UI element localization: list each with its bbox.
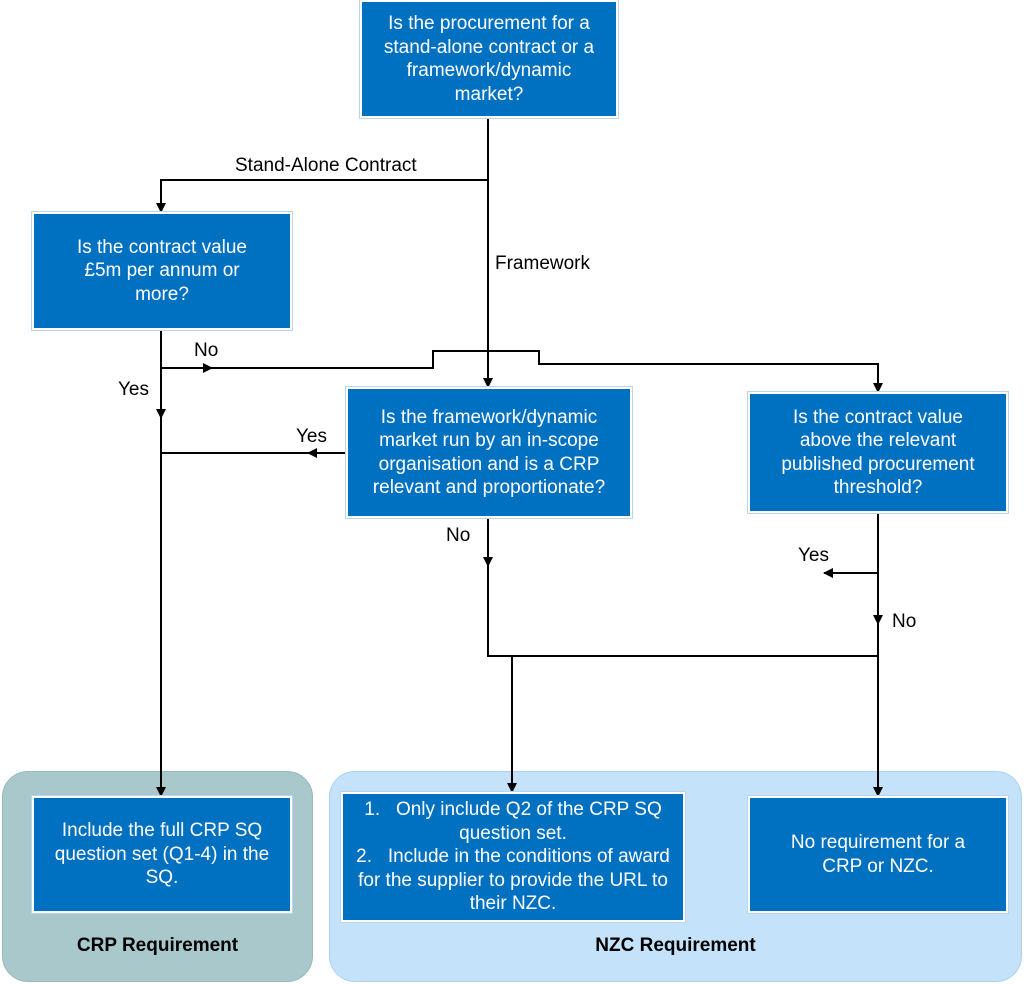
edge-label-yes-framework: Yes <box>296 426 327 447</box>
nzc-item-2-text: Include in the conditions of award for t… <box>358 846 670 915</box>
nzc-requirement-title: NZC Requirement <box>595 935 756 956</box>
above-threshold-question-text: Is the contract value above the relevant… <box>781 406 975 499</box>
nzc-result-item-2: 2. Include in the conditions of award fo… <box>355 845 671 916</box>
full-crp-result: Include the full CRP SQ question set (Q1… <box>31 795 293 914</box>
no-requirement-result-text: No requirement for a CRP or NZC. <box>790 832 966 877</box>
procurement-type-question-text: Is the procurement for a stand-alone con… <box>383 13 595 105</box>
nzc-item-1-text: Only include Q2 of the CRP SQ question s… <box>395 799 662 844</box>
connector-no-framework <box>487 517 878 657</box>
connector-stand-alone <box>156 179 488 213</box>
procurement-type-question: Is the procurement for a stand-alone con… <box>359 0 619 119</box>
framework-in-scope-question: Is the framework/dynamic market run by a… <box>345 386 633 519</box>
edge-label-stand-alone: Stand-Alone Contract <box>235 155 417 176</box>
above-threshold-question: Is the contract value above the relevant… <box>747 391 1009 514</box>
nzc-result-list: 1. Only include Q2 of the CRP SQ questio… <box>355 798 671 916</box>
nzc-result: 1. Only include Q2 of the CRP SQ questio… <box>340 791 686 923</box>
edge-label-framework: Framework <box>495 253 591 274</box>
edge-label-yes-threshold: Yes <box>798 545 829 566</box>
full-crp-result-text: Include the full CRP SQ question set (Q1… <box>54 820 270 889</box>
edge-label-no-threshold: No <box>892 611 917 632</box>
crp-requirement-title: CRP Requirement <box>76 935 239 956</box>
edge-label-no-5m: No <box>194 340 219 361</box>
contract-value-5m-question: Is the contract value £5m per annum or m… <box>31 211 293 331</box>
nzc-result-item-1: 1. Only include Q2 of the CRP SQ questio… <box>355 798 671 845</box>
edge-label-yes-5m: Yes <box>118 379 149 400</box>
no-requirement-result: No requirement for a CRP or NZC. <box>747 795 1009 914</box>
edge-label-no-framework: No <box>446 525 471 546</box>
contract-value-5m-question-text: Is the contract value £5m per annum or m… <box>76 236 248 305</box>
connector-no-5m <box>161 350 883 393</box>
nzc-item-2-number: 2. <box>356 846 372 868</box>
framework-in-scope-question-text: Is the framework/dynamic market run by a… <box>372 406 606 499</box>
nzc-item-1-number: 1. <box>364 799 381 821</box>
